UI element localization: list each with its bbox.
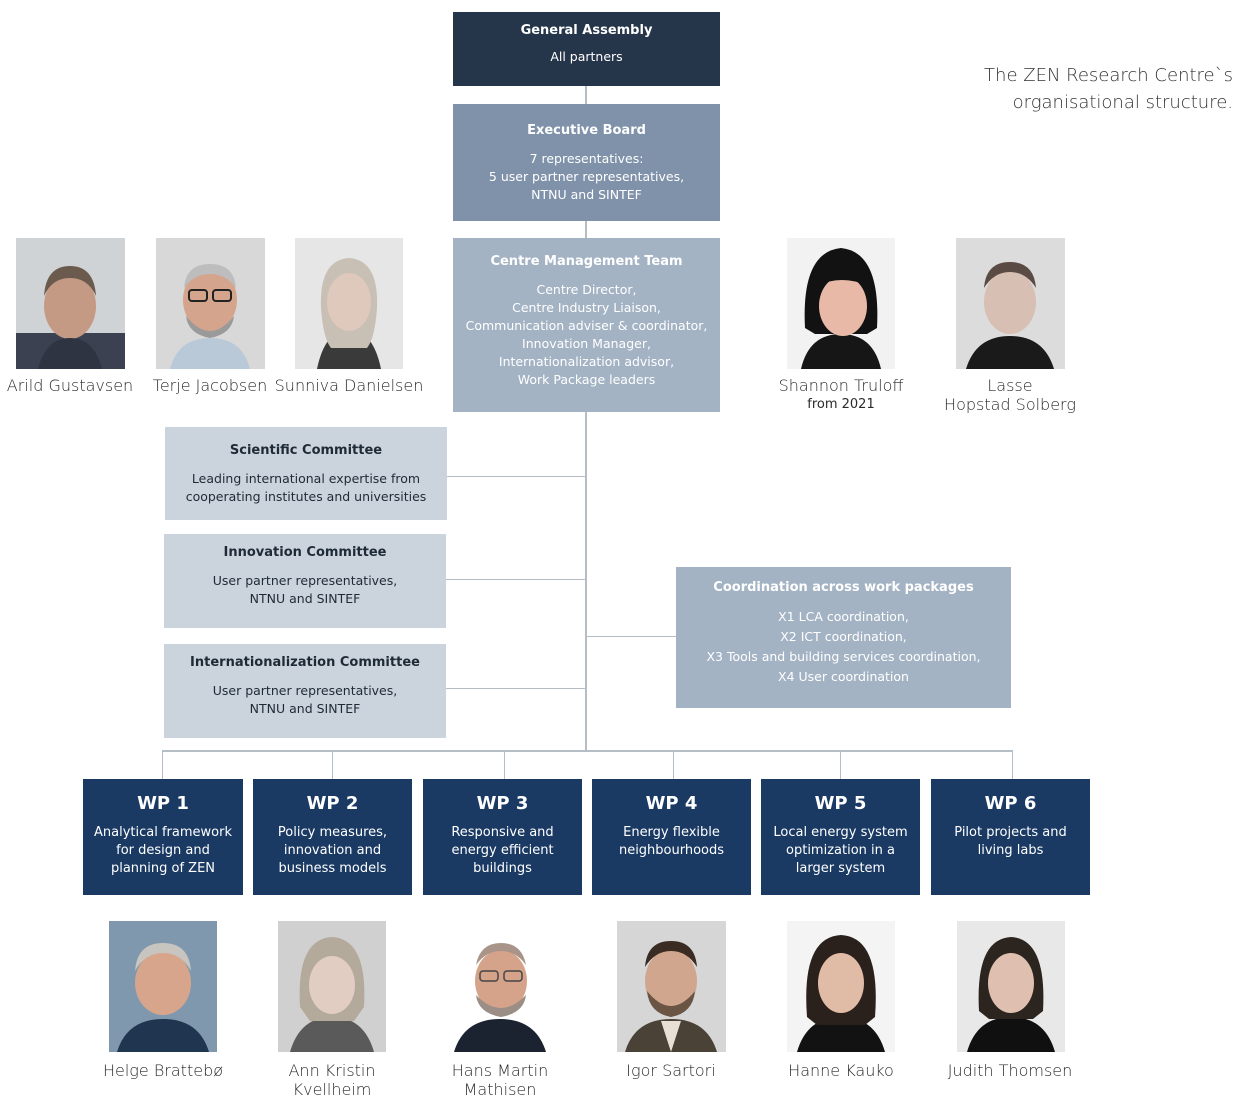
general-assembly-title: General Assembly: [520, 23, 653, 38]
diagram-caption: The ZEN Research Centre`s organisational…: [984, 65, 1233, 113]
wp6-box: WP 6 Pilot projects and living labs: [931, 779, 1090, 895]
wp3-title: WP 3: [476, 793, 529, 814]
wp2-box: WP 2 Policy measures, innovation and bus…: [253, 779, 412, 895]
connector-wp4: [673, 750, 674, 779]
wp4-body: Energy flexible neighbourhoods: [618, 825, 725, 858]
management-team-title: Centre Management Team: [490, 254, 683, 269]
innovation-committee-box: Innovation Committee User partner repres…: [164, 534, 446, 628]
wp2-body: Policy measures, innovation and business…: [277, 825, 388, 876]
coordination-title: Coordination across work packages: [713, 580, 974, 595]
general-assembly-body: All partners: [550, 49, 623, 64]
general-assembly-box: General Assembly All partners: [453, 12, 720, 86]
connector-wp3: [504, 750, 505, 779]
name-hanne-kauko: Hanne Kauko: [788, 1061, 894, 1080]
wp3-box: WP 3 Responsive and energy efficient bui…: [423, 779, 582, 895]
management-team-body: Centre Director, Centre Industry Liaison…: [465, 282, 708, 387]
wp6-body: Pilot projects and living labs: [954, 825, 1067, 858]
scientific-committee-body: Leading international expertise from coo…: [185, 471, 427, 504]
executive-board-body: 7 representatives: 5 user partner repres…: [488, 151, 685, 202]
photo-judith-thomsen: [957, 921, 1065, 1052]
management-team-box: Centre Management Team Centre Director, …: [453, 238, 720, 412]
wp1-body: Analytical framework for design and plan…: [94, 825, 232, 876]
wp1-box: WP 1 Analytical framework for design and…: [83, 779, 243, 895]
photo-sunniva-danielsen: [295, 238, 403, 369]
name-sunniva-danielsen: Sunniva Danielsen: [274, 376, 424, 395]
name-ann-kristin-kvellheim: Ann Kristin Kvellheim: [288, 1061, 376, 1099]
name-judith-thomsen: Judith Thomsen: [947, 1061, 1073, 1080]
wp4-title: WP 4: [645, 793, 698, 814]
internationalization-committee-title: Internationalization Committee: [190, 655, 420, 670]
connector-innovation: [446, 579, 586, 580]
name-terje-jacobsen: Terje Jacobsen: [152, 376, 268, 395]
scientific-committee-box: Scientific Committee Leading internation…: [165, 427, 447, 520]
wp4-box: WP 4 Energy flexible neighbourhoods: [592, 779, 751, 895]
name-shannon-truloff: Shannon Truloff: [778, 376, 904, 395]
internationalization-committee-box: Internationalization Committee User part…: [164, 644, 446, 738]
connector-main-vertical: [585, 86, 587, 751]
name-igor-sartori: Igor Sartori: [626, 1061, 716, 1080]
name-lasse-hopstad-solberg: Lasse Hopstad Solberg: [944, 376, 1076, 414]
connector-wp1: [162, 750, 163, 779]
connector-internationalization: [446, 688, 586, 689]
name-hans-martin-mathisen: Hans Martin Mathisen: [451, 1061, 549, 1099]
photo-igor-sartori: [617, 921, 726, 1052]
innovation-committee-body: User partner representatives, NTNU and S…: [212, 573, 398, 606]
wp2-title: WP 2: [306, 793, 359, 814]
photo-helge-brattebo: [109, 921, 217, 1052]
note-shannon-truloff: from 2021: [807, 397, 875, 412]
wp5-box: WP 5 Local energy system optimization in…: [761, 779, 920, 895]
connector-wp-horizontal: [162, 750, 1013, 752]
name-helge-brattebo: Helge Brattebø: [102, 1061, 224, 1080]
connector-wp5: [840, 750, 841, 779]
connector-wp6: [1012, 750, 1013, 779]
coordination-box: Coordination across work packages X1 LCA…: [676, 567, 1011, 708]
photo-arild-gustavsen: [16, 238, 125, 369]
executive-board-box: Executive Board 7 representatives: 5 use…: [453, 104, 720, 221]
wp6-title: WP 6: [984, 793, 1037, 814]
photo-hanne-kauko: [787, 921, 895, 1052]
wp5-title: WP 5: [814, 793, 867, 814]
connector-coordination: [586, 636, 676, 637]
scientific-committee-title: Scientific Committee: [229, 443, 383, 458]
photo-shannon-truloff: [787, 238, 895, 369]
photo-terje-jacobsen: [156, 238, 265, 369]
innovation-committee-title: Innovation Committee: [223, 545, 387, 560]
photo-ann-kristin-kvellheim: [278, 921, 386, 1052]
photo-hans-martin-mathisen: [446, 921, 555, 1052]
connector-wp2: [332, 750, 333, 779]
executive-board-title: Executive Board: [527, 123, 646, 138]
connector-scientific: [447, 476, 586, 477]
name-arild-gustavsen: Arild Gustavsen: [6, 376, 134, 395]
wp3-body: Responsive and energy efficient building…: [451, 825, 554, 876]
wp1-title: WP 1: [137, 793, 189, 814]
wp5-body: Local energy system optimization in a la…: [773, 825, 908, 876]
coordination-body: X1 LCA coordination, X2 ICT coordination…: [706, 609, 981, 684]
internationalization-committee-body: User partner representatives, NTNU and S…: [212, 683, 398, 716]
photo-lasse-hopstad-solberg: [956, 238, 1065, 369]
